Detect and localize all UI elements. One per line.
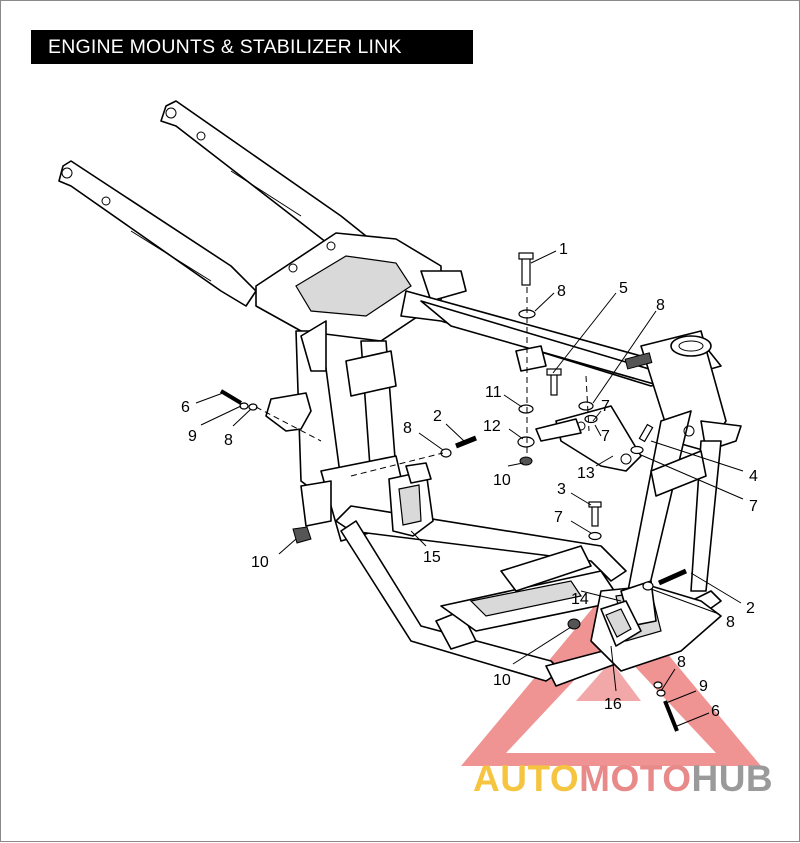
callout-10: 10 <box>493 472 511 489</box>
bolt-1-icon <box>521 256 531 286</box>
watermark-triangle-logo <box>461 586 761 766</box>
callout-3: 3 <box>557 481 566 498</box>
rear-engine-mount-part-15 <box>388 462 434 537</box>
stabilizer-link-assembly <box>515 345 642 472</box>
callout-13: 13 <box>577 465 595 482</box>
rear-frame-rails <box>58 100 367 307</box>
callout-9: 9 <box>188 428 197 445</box>
callout-16: 16 <box>604 696 622 713</box>
callout-14: 14 <box>571 591 589 608</box>
callout-8: 8 <box>677 654 686 671</box>
callout-15: 15 <box>423 549 441 566</box>
callout-6: 6 <box>181 399 190 416</box>
callout-4: 4 <box>749 468 758 485</box>
callout-7: 7 <box>601 398 610 415</box>
callout-2: 2 <box>433 408 442 425</box>
callout-5: 5 <box>619 280 628 297</box>
fasteners <box>219 252 688 732</box>
callout-1: 1 <box>559 241 568 258</box>
callout-10: 10 <box>493 672 511 689</box>
callout-labels: 1 8 5 8 11 7 12 7 2 8 6 9 8 10 13 4 7 3 … <box>181 241 758 720</box>
callout-leader-lines <box>195 250 744 727</box>
callout-7: 7 <box>601 428 610 445</box>
watermark-logo-text: AUTOMOTOHUB <box>473 758 774 799</box>
callout-8: 8 <box>403 420 412 437</box>
page-title: ENGINE MOUNTS & STABILIZER LINK <box>31 30 473 64</box>
callout-9: 9 <box>699 678 708 695</box>
callout-8: 8 <box>726 614 735 631</box>
callout-8: 8 <box>557 283 566 300</box>
callout-7: 7 <box>749 498 758 515</box>
callout-6: 6 <box>711 703 720 720</box>
callout-8: 8 <box>224 432 233 449</box>
rear-crossmember <box>255 232 467 342</box>
callout-2: 2 <box>746 600 755 617</box>
front-engine-mount-part-16 <box>600 600 642 647</box>
frame-backbone <box>400 290 742 452</box>
callout-10: 10 <box>251 554 269 571</box>
callout-7: 7 <box>554 509 563 526</box>
callout-11: 11 <box>485 384 502 401</box>
callout-12: 12 <box>483 418 501 435</box>
front-downtubes <box>625 410 722 602</box>
callout-8: 8 <box>656 297 665 314</box>
